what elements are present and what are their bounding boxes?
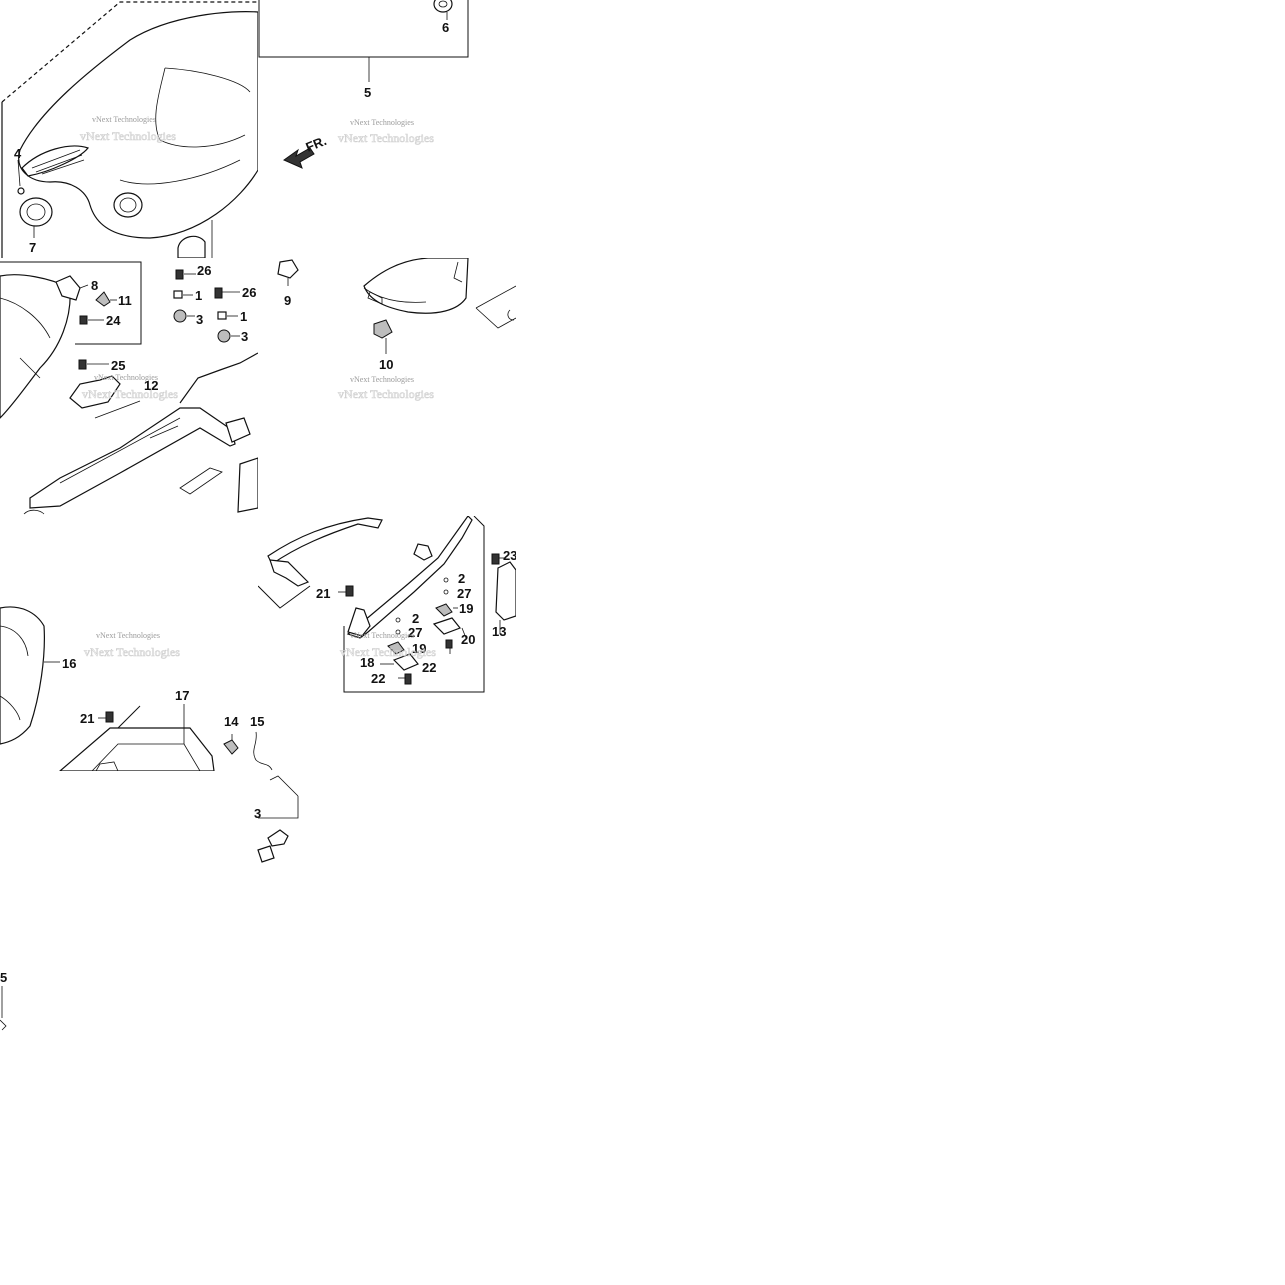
watermark-text: vNext Technologies xyxy=(96,631,160,640)
tile-side-cover: 16 17 21 vNext Technologies vNext Techno… xyxy=(0,516,258,771)
callout-17: 17 xyxy=(175,688,189,703)
callout-23: 23 xyxy=(503,548,516,563)
callout-7: 7 xyxy=(29,240,36,255)
callout-2: 2 xyxy=(412,611,419,626)
tile-seat-lock: vNext Technologies vNext Technologies 8 … xyxy=(0,258,258,516)
callout-6: 6 xyxy=(442,20,449,35)
watermark-outline: vNext Technologies xyxy=(338,387,434,401)
watermark-text: vNext Technologies xyxy=(350,118,414,127)
callout-26: 26 xyxy=(197,263,211,278)
callout-20: 20 xyxy=(461,632,475,647)
watermark-outline: vNext Technologies xyxy=(340,645,436,659)
callout-14: 14 xyxy=(224,714,239,729)
callout-26: 26 xyxy=(242,285,256,300)
watermark-text: vNext Technologies xyxy=(350,631,414,640)
watermark-text: vNext Technologies xyxy=(92,115,156,124)
callout-3: 3 xyxy=(241,329,248,344)
front-arrow-icon xyxy=(282,147,315,169)
callout-2: 2 xyxy=(458,571,465,586)
callout-18: 18 xyxy=(360,655,374,670)
tile-fragment: 5 xyxy=(0,966,20,1032)
callout-8: 8 xyxy=(91,278,98,293)
lock-parts-drawing: 14 15 3 xyxy=(223,714,299,863)
watermark-outline: vNext Technologies xyxy=(338,131,434,145)
callout-12: 12 xyxy=(144,378,158,393)
front-direction-label: FR. xyxy=(304,133,329,155)
callout-5: 5 xyxy=(364,85,371,100)
callout-11: 11 xyxy=(118,293,132,308)
tile-seat: vNext Technologies vNext Technologies 4 … xyxy=(0,0,258,258)
callout-22: 22 xyxy=(371,671,385,686)
callout-3: 3 xyxy=(254,806,261,821)
callout-5: 5 xyxy=(0,970,7,985)
rubbers-drawing: 9 10 vNext Technologies vNext Technologi… xyxy=(277,258,516,401)
callout-3: 3 xyxy=(196,312,203,327)
watermark-text: vNext Technologies xyxy=(350,375,414,384)
tile-cowl-box: 6 5 FR. vNext Technologies vNext Technol… xyxy=(258,0,516,258)
callout-9: 9 xyxy=(284,293,291,308)
watermark-outline: vNext Technologies xyxy=(80,129,176,143)
callout-4: 4 xyxy=(14,146,22,161)
seat-drawing: vNext Technologies vNext Technologies 4 … xyxy=(1,1,258,258)
seat-lock-drawing: vNext Technologies vNext Technologies 8 … xyxy=(0,261,258,515)
callout-1: 1 xyxy=(240,309,247,324)
grab-rail-drawing: 21 2 27 19 20 22 2 27 19 18 22 23 13 vNe… xyxy=(258,516,516,693)
tile-lock-parts: 14 15 3 xyxy=(218,708,300,870)
callout-16: 16 xyxy=(62,656,76,671)
callout-24: 24 xyxy=(106,313,121,328)
tile-rubbers: 9 10 vNext Technologies vNext Technologi… xyxy=(258,258,516,516)
fragment-drawing: 5 xyxy=(0,970,7,1031)
callout-27: 27 xyxy=(457,586,471,601)
callout-25: 25 xyxy=(111,358,125,373)
callout-19: 19 xyxy=(459,601,473,616)
watermark-outline: vNext Technologies xyxy=(82,387,178,401)
callout-10: 10 xyxy=(379,357,393,372)
callout-19: 19 xyxy=(412,641,426,656)
callout-21: 21 xyxy=(80,711,94,726)
callout-13: 13 xyxy=(492,624,506,639)
cowl-box-drawing: 6 5 FR. vNext Technologies vNext Technol… xyxy=(258,0,469,169)
watermark-text: vNext Technologies xyxy=(94,373,158,382)
side-cover-drawing: 16 17 21 vNext Technologies vNext Techno… xyxy=(0,606,215,771)
callout-22: 22 xyxy=(422,660,436,675)
callout-15: 15 xyxy=(250,714,264,729)
tile-grab-rail: 21 2 27 19 20 22 2 27 19 18 22 23 13 vNe… xyxy=(258,516,516,694)
callout-27: 27 xyxy=(408,625,422,640)
watermark-outline: vNext Technologies xyxy=(84,645,180,659)
callout-21: 21 xyxy=(316,586,330,601)
callout-1: 1 xyxy=(195,288,202,303)
